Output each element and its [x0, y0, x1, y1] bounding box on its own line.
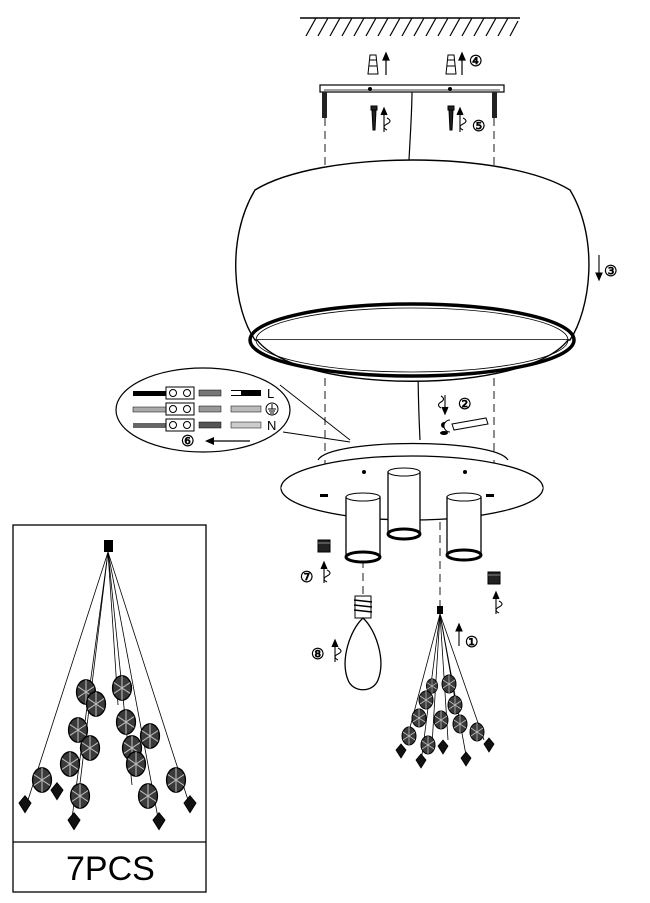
wire-label-l: L	[267, 386, 274, 401]
rotate-icon	[380, 106, 467, 132]
alignment-guides	[324, 118, 495, 610]
quantity-label: 7PCS	[66, 850, 155, 888]
lamp-holder	[445, 492, 483, 562]
inset-crystal-detail: 7PCS	[12, 524, 207, 893]
suspension-cable	[408, 91, 413, 161]
step-4-label: ④	[469, 53, 482, 70]
arrow-up-icon	[455, 622, 463, 646]
ceiling-hatch-icon	[300, 17, 520, 37]
lamp-holder	[344, 492, 382, 564]
wire-label-n: N	[267, 418, 276, 433]
step-8-label: ⑧	[311, 646, 324, 663]
wall-plug-icon	[367, 54, 457, 75]
earth-ground-icon	[265, 402, 279, 416]
bulb-icon	[344, 595, 382, 691]
fixing-cap	[317, 539, 501, 585]
glass-shade	[235, 159, 590, 382]
step-1-label: ①	[465, 634, 478, 651]
arrow-up-icon	[382, 51, 466, 75]
step-7-label: ⑦	[300, 569, 313, 586]
rotate-icon	[320, 560, 503, 614]
crystal-strand	[395, 606, 495, 769]
arrow-down-icon	[595, 255, 603, 282]
step-5-label: ⑤	[472, 118, 485, 135]
screw-icon	[370, 105, 455, 131]
step-3-label: ③	[604, 263, 617, 280]
spanner-icon	[440, 417, 489, 435]
rotate-icon	[331, 638, 342, 662]
rotate-icon	[437, 395, 449, 416]
step-2-label: ②	[458, 396, 471, 413]
wiring-callout: L N ⑥	[115, 367, 351, 453]
step-6-label: ⑥	[181, 433, 194, 450]
lamp-holder	[386, 467, 422, 541]
